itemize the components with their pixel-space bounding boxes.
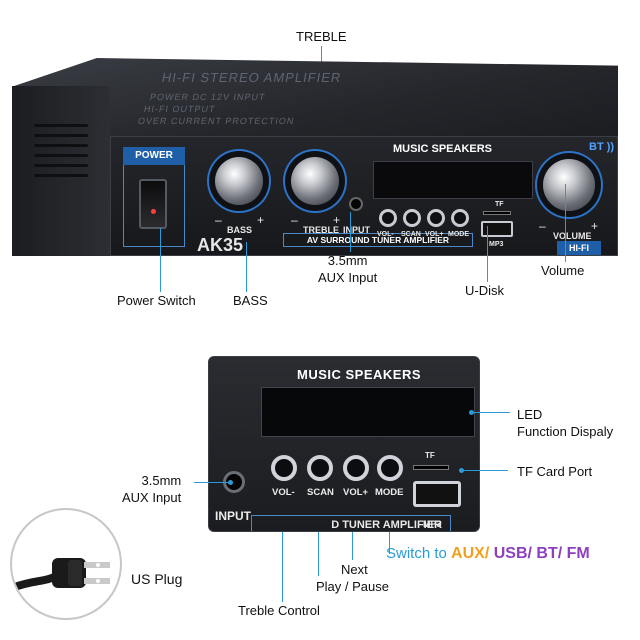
aux-input-callout: 3.5mm AUX Input xyxy=(318,253,378,285)
volume-callout: Volume xyxy=(541,263,585,278)
treble-minus: – xyxy=(291,213,298,227)
zoom-vol-minus-label: VOL- xyxy=(272,487,295,498)
lid-line-2: HI-FI OUTPUT xyxy=(143,104,217,114)
vent-slot xyxy=(34,164,88,167)
model-label: AK35 xyxy=(197,235,244,255)
tf-card-port-leader-dot xyxy=(459,468,464,473)
zoom-vol-plus-button[interactable] xyxy=(343,455,369,481)
mode-leader xyxy=(389,532,390,554)
hifi-badge: HI-FI xyxy=(557,241,601,255)
us-plug-callout: US Plug xyxy=(131,571,183,587)
scan-button[interactable] xyxy=(403,209,421,227)
zoom-vol-plus-label: VOL+ xyxy=(343,487,369,498)
tf-label: TF xyxy=(495,201,504,208)
bass-callout: BASS xyxy=(233,293,268,308)
bass-label: BASS xyxy=(227,225,253,235)
zoom-mode-label: MODE xyxy=(375,487,404,498)
tuner-banner: AV SURROUND TUNER AMPLIFIER xyxy=(283,233,473,247)
bluetooth-signal-icon: )) xyxy=(603,141,615,153)
us-plug-image xyxy=(10,508,122,620)
zoom-aux-callout: 3.5mm AUX Input xyxy=(122,473,182,505)
lid-line-1: POWER DC 12V INPUT xyxy=(149,92,267,102)
zoom-tf-card-slot[interactable] xyxy=(413,465,449,470)
volume-minus: – xyxy=(539,219,546,233)
zoom-led-display xyxy=(261,387,475,437)
us-plug-icon xyxy=(12,558,110,592)
zoom-aux-leader-dot xyxy=(228,480,233,485)
led-leader-dot xyxy=(469,410,474,415)
aux-input-leader xyxy=(350,212,351,252)
treble-callout: TREBLE xyxy=(296,29,347,44)
mode-button[interactable] xyxy=(451,209,469,227)
vol-minus-label: VOL- xyxy=(377,231,394,238)
play-pause-callout: Play / Pause xyxy=(316,579,389,594)
zoom-display-title: MUSIC SPEAKERS xyxy=(297,367,422,382)
led-callout: LED Function Dispaly xyxy=(517,407,614,439)
amplifier-front-panel: POWER AK35 – + BASS – + TREBLE INPUT AV … xyxy=(110,136,618,256)
vent-slot xyxy=(34,124,88,127)
treble-knob[interactable] xyxy=(291,157,339,205)
power-switch-leader xyxy=(160,228,161,292)
mode-switch-callout: Switch to AUX/ USB/ BT/ FM xyxy=(386,545,590,562)
tf-card-slot[interactable] xyxy=(483,211,511,215)
bluetooth-label: BT )) xyxy=(589,141,615,153)
next-callout: Next xyxy=(341,562,368,577)
vent-slot xyxy=(34,174,88,177)
mode-label: MODE xyxy=(448,231,469,238)
zoom-mode-button[interactable] xyxy=(377,455,403,481)
treble-plus: + xyxy=(333,213,341,227)
zoom-tuner-banner: D TUNER AMPLIFIER xyxy=(251,515,451,531)
zoom-scan-button[interactable] xyxy=(307,455,333,481)
u-disk-callout: U-Disk xyxy=(465,283,504,298)
tf-card-port-callout: TF Card Port xyxy=(517,464,593,479)
volume-knob[interactable] xyxy=(543,159,595,211)
play-pause-leader xyxy=(318,532,319,576)
led-display xyxy=(373,161,533,199)
mp3-label: MP3 xyxy=(489,241,504,248)
treble-control-leader xyxy=(282,532,283,602)
tf-card-port-leader xyxy=(462,470,508,471)
volume-leader xyxy=(565,184,566,262)
vol-plus-label: VOL+ xyxy=(425,231,444,238)
lid-line-3: OVER CURRENT PROTECTION xyxy=(137,116,296,126)
vol-plus-button[interactable] xyxy=(427,209,445,227)
vent-slot xyxy=(34,134,88,137)
treble-label: TREBLE xyxy=(303,225,339,235)
zoom-usb-port[interactable] xyxy=(413,481,461,507)
front-panel-zoom: MUSIC SPEAKERS INPUT VOL- SCAN VOL+ MODE… xyxy=(208,356,480,532)
bass-plus: + xyxy=(257,213,265,227)
zoom-scan-label: SCAN xyxy=(307,487,334,498)
power-label: POWER xyxy=(123,147,185,165)
vent-slot xyxy=(34,144,88,147)
input-label: INPUT xyxy=(343,225,370,235)
zoom-vol-minus-button[interactable] xyxy=(271,455,297,481)
led-leader xyxy=(472,412,510,413)
amplifier-product-image: HI-FI STEREO AMPLIFIER POWER DC 12V INPU… xyxy=(12,58,618,256)
lid-title: HI-FI STEREO AMPLIFIER xyxy=(160,70,343,85)
bass-minus: – xyxy=(215,213,222,227)
display-title: MUSIC SPEAKERS xyxy=(393,143,493,155)
usb-port[interactable] xyxy=(481,221,513,237)
zoom-aux-leader xyxy=(194,482,230,483)
vol-minus-button[interactable] xyxy=(379,209,397,227)
zoom-tf-label: TF xyxy=(425,451,435,460)
volume-plus: + xyxy=(591,219,599,233)
bass-leader xyxy=(246,242,247,292)
power-switch-callout: Power Switch xyxy=(117,293,196,308)
aux-input-jack[interactable] xyxy=(349,197,363,211)
amplifier-side-panel xyxy=(12,86,110,256)
zoom-mp3-label: MP3 xyxy=(423,519,442,529)
volume-label: VOLUME xyxy=(553,231,592,241)
treble-control-callout: Treble Control xyxy=(238,603,320,618)
vent-slot xyxy=(34,154,88,157)
bass-knob[interactable] xyxy=(215,157,263,205)
power-switch[interactable] xyxy=(139,179,167,229)
scan-label: SCAN xyxy=(401,231,421,238)
u-disk-leader xyxy=(487,226,488,282)
next-leader xyxy=(352,532,353,560)
zoom-input-label: INPUT xyxy=(215,509,251,523)
